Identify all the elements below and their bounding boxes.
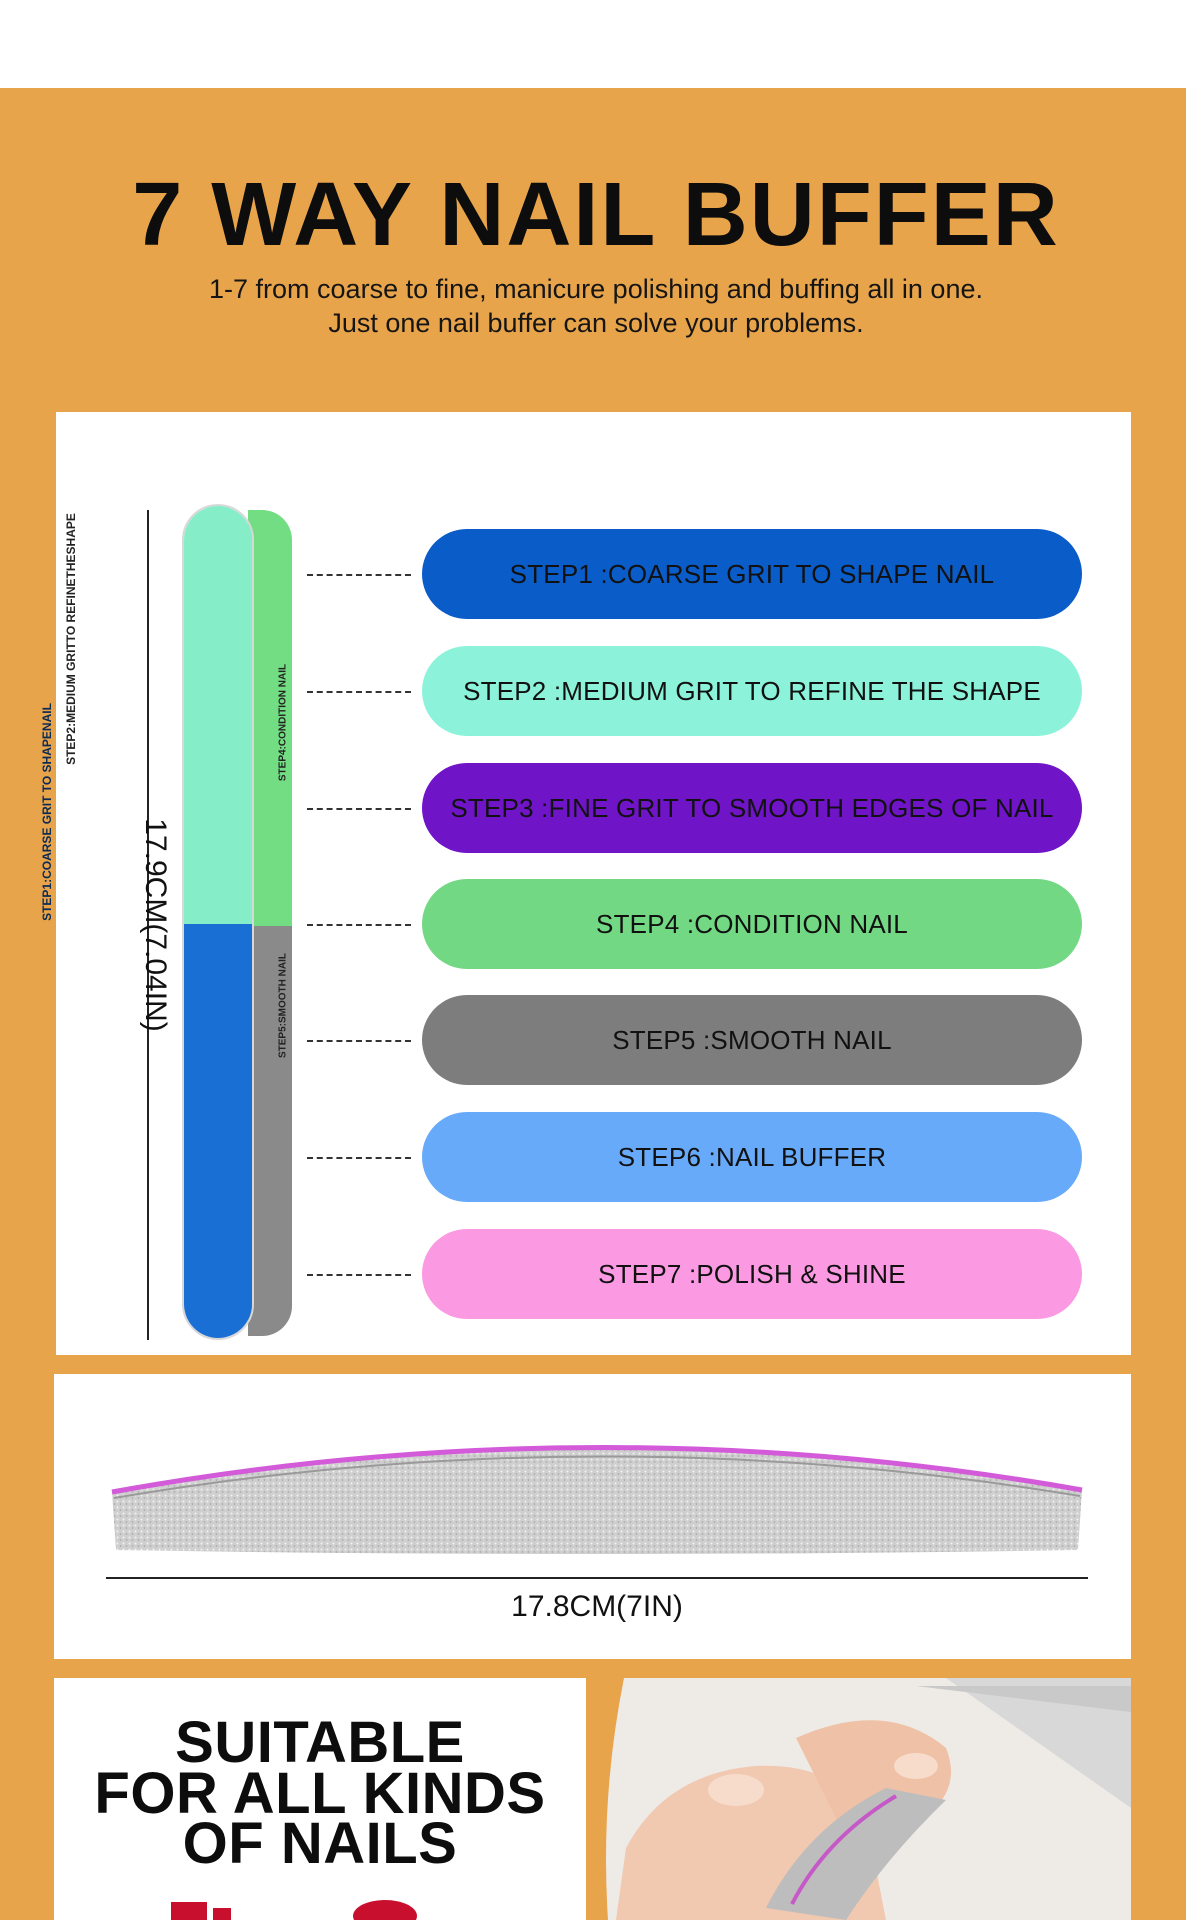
page-title: 7 WAY NAIL BUFFER [132,165,1060,265]
buffer-side-left [182,504,254,1340]
buffer-label-step1: STEP1:COARSE GRIT TO SHAPENAIL [40,703,54,921]
step-pill-4: STEP4 :CONDITION NAIL [422,879,1082,969]
step-pill-7: STEP7 :POLISH & SHINE [422,1229,1082,1319]
buffer-side-right [248,510,292,1336]
step-connector-1 [307,574,411,576]
subtitle-line-1: 1-7 from coarse to fine, manicure polish… [209,274,983,304]
step-pill-2: STEP2 :MEDIUM GRIT TO REFINE THE SHAPE [422,646,1082,736]
step-connector-3 [307,808,411,810]
buffer-face-step2 [184,506,252,924]
buffer-label-step4: STEP4:CONDITION NAIL [277,663,289,782]
step-connector-7 [307,1274,411,1276]
buffer-face-step5 [248,926,292,1336]
hand-using-buffer-photo [586,1678,1131,1920]
board-dimension-label: 17.8CM(7IN) [511,1590,683,1623]
step-pill-1: STEP1 :COARSE GRIT TO SHAPE NAIL [422,529,1082,619]
right-edge-strip [1186,88,1192,1920]
buffer-face-step4 [248,510,292,926]
suitable-heading-line-1: SUITABLE [175,1710,465,1775]
step-connector-6 [307,1157,411,1159]
product-preview-fragment [171,1900,417,1920]
step-connector-4 [307,924,411,926]
step-pill-6: STEP6 :NAIL BUFFER [422,1112,1082,1202]
suitable-heading-line-2: FOR ALL KINDS [94,1761,546,1826]
subtitle-line-2: Just one nail buffer can solve your prob… [328,308,864,338]
buffer-face-step1 [184,924,252,1338]
step-connector-2 [307,691,411,693]
length-dimension-label: 17.9CM(7.04IN) [139,818,172,1032]
board-dimension-line [106,1577,1088,1579]
buffer-label-step5: STEP5:SMOOTH NAIL [277,953,289,1059]
step-pill-5: STEP5 :SMOOTH NAIL [422,995,1082,1085]
step-connector-5 [307,1040,411,1042]
buffer-block-image [178,504,298,1340]
buffer-label-step2: STEP2:MEDIUM GRITTO REFINETHESHAPE [64,513,78,765]
length-dimension-line [147,510,149,1340]
step-pill-3: STEP3 :FINE GRIT TO SMOOTH EDGES OF NAIL [422,763,1082,853]
suitable-heading-line-3: OF NAILS [182,1811,458,1876]
nail-file-board-image [111,1445,1083,1554]
